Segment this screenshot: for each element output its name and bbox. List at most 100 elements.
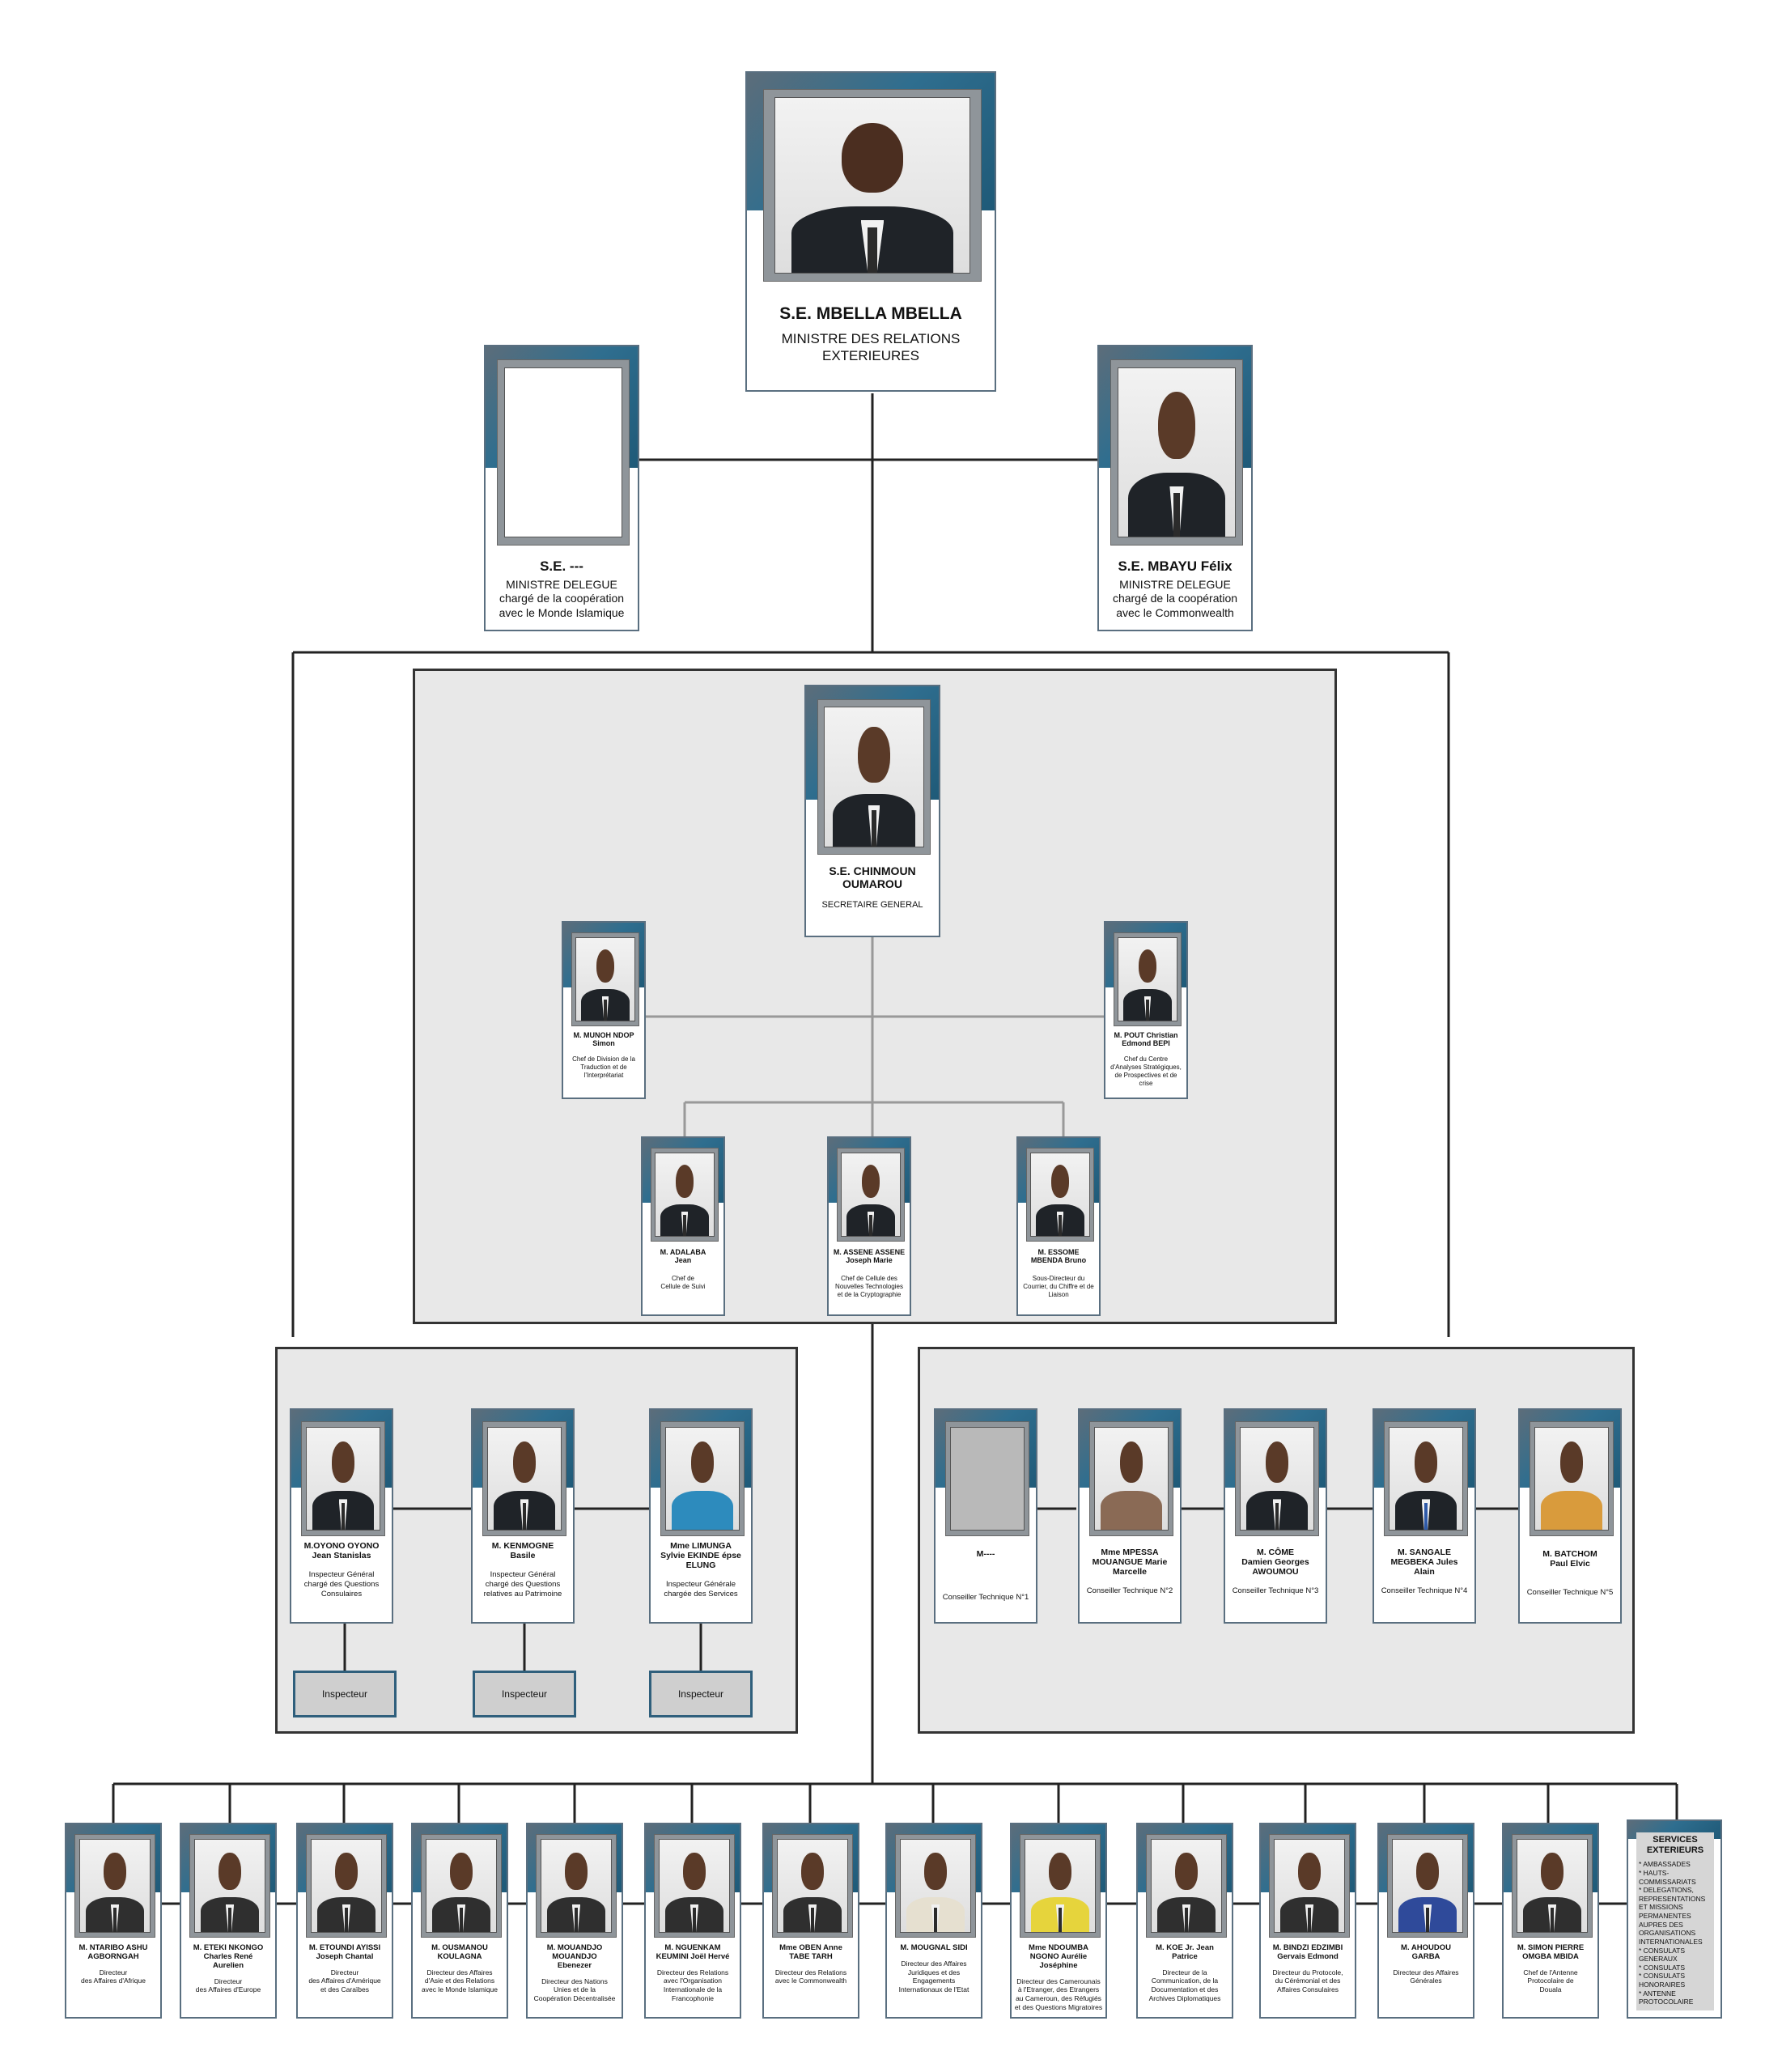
person-name-1: M.OYONO OYONO <box>303 1541 380 1551</box>
person-title: d'Asie et des Relations <box>424 1976 495 1985</box>
sg-side-card-strategy: M. POUT Christian Edmond BEPI Chef du Ce… <box>1104 921 1188 1099</box>
person-name-1: M. MUNOH NDOP <box>573 1031 634 1039</box>
person-name: M. NTARIBO ASHU <box>78 1943 148 1952</box>
person-name: NGONO Aurélie <box>1029 1951 1088 1961</box>
person-title: Internationale de la <box>663 1985 723 1994</box>
minister-card: S.E. MBELLA MBELLA MINISTRE DES RELATION… <box>745 71 996 392</box>
person-name-2: Damien Georges <box>1241 1557 1309 1568</box>
adviser-card: M. BATCHOM Paul Elvic Conseiller Techniq… <box>1518 1408 1622 1624</box>
person-title-2: chargée des Services <box>664 1590 738 1599</box>
person-title: et des Questions Migratoires <box>1014 2002 1103 2011</box>
person-title-3: relatives au Patrimoine <box>483 1589 562 1599</box>
person-name-1: M. CÔME <box>1256 1548 1295 1557</box>
person-photo <box>654 1834 735 1938</box>
person-title: Directeur des Nations <box>541 1976 608 1985</box>
sg-name-2: OUMAROU <box>842 877 902 891</box>
inspector-box: Inspecteur <box>293 1671 397 1717</box>
sg-photo <box>817 699 931 855</box>
delegate-title-1: MINISTRE DELEGUE <box>506 577 617 591</box>
minister-title-1: MINISTRE DES RELATIONS <box>781 331 961 347</box>
person-title: Directeur des Relations <box>656 1968 729 1976</box>
person-photo <box>1026 1148 1094 1242</box>
person-name: M. OUSMANOU <box>431 1943 488 1952</box>
person-photo <box>1020 1834 1101 1938</box>
person-title: Directeur <box>330 1968 359 1976</box>
person-name: Aurelien <box>212 1960 244 1970</box>
delegate-photo <box>1110 359 1243 546</box>
person-title: Directeur des Relations <box>774 1968 847 1976</box>
person-name: M. KOE Jr. Jean <box>1156 1943 1214 1952</box>
person-name-1: M. ASSENE ASSENE <box>833 1248 906 1256</box>
adviser-card: M---- Conseiller Technique N°1 <box>934 1408 1037 1624</box>
inspector-label: Inspecteur <box>501 1688 548 1700</box>
person-title: au Cameroun, des Réfugiés <box>1016 1994 1101 2003</box>
person-name: OMGBA MBIDA <box>1522 1951 1579 1961</box>
person-photo <box>74 1834 155 1938</box>
services-item: CONSULATS GENERAUX <box>1639 1947 1712 1964</box>
person-photo <box>895 1834 976 1938</box>
person-title-1: Chef de Cellule des <box>841 1274 897 1282</box>
person-name: M. SIMON PIERRE <box>1517 1943 1585 1952</box>
person-name-3: ELUNG <box>685 1560 716 1571</box>
person-title: Coopération Décentralisée <box>533 1994 616 2003</box>
person-title-1: Chef de <box>671 1274 695 1282</box>
inspector-box: Inspecteur <box>473 1671 576 1717</box>
inspector-card: M. KENMOGNE Basile Inspecteur Général ch… <box>471 1408 575 1624</box>
person-photo <box>301 1421 385 1536</box>
person-photo <box>189 1834 270 1938</box>
person-name: TABE TARH <box>789 1951 833 1961</box>
delegate-card-commonwealth: S.E. MBAYU Félix MINISTRE DELEGUE chargé… <box>1097 345 1253 631</box>
external-services-card: SERVICES EXTERIEURS AMBASSADES HAUTS-COM… <box>1627 1819 1722 2019</box>
delegate-name: S.E. --- <box>540 558 583 574</box>
person-title: Documentation et des <box>1151 1985 1219 1994</box>
person-title: à l'Etranger, des Etrangers <box>1017 1985 1100 1994</box>
person-photo <box>1387 1834 1468 1938</box>
person-name-2: Sylvie EKINDE épse <box>660 1551 741 1561</box>
delegate-photo-empty <box>497 359 630 546</box>
person-title-2: Courrier, du Chiffre et de <box>1023 1282 1094 1290</box>
person-title: Directeur de la <box>1162 1968 1207 1976</box>
secretary-general-card: S.E. CHINMOUN OUMAROU SECRETAIRE GENERAL <box>804 685 940 937</box>
delegate-title-2: chargé de la coopération <box>1112 592 1238 605</box>
person-photo <box>1269 1834 1350 1938</box>
person-title-1: Conseiller Technique N°1 <box>942 1593 1029 1603</box>
person-name: Ebenezer <box>557 1960 592 1970</box>
person-name-2: Jean <box>674 1256 692 1265</box>
person-title-3: Consulaires <box>320 1589 363 1599</box>
inspector-card: Mme LIMUNGA Sylvie EKINDE épse ELUNG Ins… <box>649 1408 753 1624</box>
person-name-2: Jean Stanislas <box>312 1551 371 1561</box>
person-title-2: d'Analyses Stratégiques, <box>1110 1063 1182 1071</box>
person-name-2: Edmond BEPI <box>1122 1039 1170 1048</box>
services-item: ANTENNE PROTOCOLAIRE <box>1639 1989 1712 2006</box>
person-title: Générales <box>1410 1976 1442 1985</box>
person-name: M. NGUENKAM <box>664 1943 721 1952</box>
person-title: Archives Diplomatiques <box>1148 1993 1221 2002</box>
adviser-card: Mme MPESSA MOUANGUE Marie Marcelle Conse… <box>1078 1408 1182 1624</box>
person-name: M. MOUANDJO <box>546 1943 603 1952</box>
person-name: M. AHOUDOU <box>1401 1943 1451 1952</box>
person-photo <box>651 1148 719 1242</box>
person-title: du Cérémonial et des <box>1275 1976 1341 1985</box>
person-title-2: Nouvelles Technologies <box>835 1282 903 1290</box>
person-name-2: Simon <box>592 1039 615 1048</box>
person-title: Directeur des Affaires <box>901 1959 967 1968</box>
person-title-2: chargé des Questions <box>485 1580 561 1589</box>
person-name: Patrice <box>1172 1951 1198 1961</box>
person-photo <box>482 1421 566 1536</box>
person-title: Douala <box>1539 1985 1562 1994</box>
external-services-box: SERVICES EXTERIEURS AMBASSADES HAUTS-COM… <box>1636 1832 1714 2010</box>
person-name-1: M. SANGALE <box>1398 1548 1451 1557</box>
person-title-3: l'Interprétariat <box>583 1071 624 1079</box>
minister-name: S.E. MBELLA MBELLA <box>779 304 962 323</box>
person-title: Francophonie <box>672 1993 714 2002</box>
person-photo <box>1384 1421 1468 1536</box>
person-name-1: M. ESSOME <box>1037 1248 1080 1256</box>
adviser-card: M. SANGALE MEGBEKA Jules Alain Conseille… <box>1373 1408 1476 1624</box>
